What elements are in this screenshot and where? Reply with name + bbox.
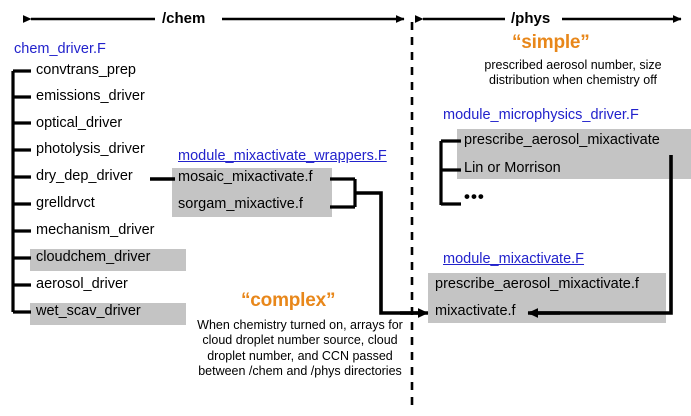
chem-child-optical-driver: optical_driver: [36, 115, 123, 131]
chem-child-mechanism-driver: mechanism_driver: [36, 222, 155, 238]
chem-child-photolysis-driver: photolysis_driver: [36, 141, 145, 157]
module-chem-driver-label: chem_driver.F: [14, 41, 106, 57]
chem-child-grelldrvct: grelldrvct: [36, 195, 95, 211]
simple-keyword-label: “simple”: [512, 32, 590, 53]
chem-child-cloudchem-driver: cloudchem_driver: [36, 249, 151, 265]
shaded-block-mixactivate-wrappers: [172, 168, 332, 217]
complex-keyword-label: “complex”: [241, 290, 336, 311]
mixactivate-child-mixactivate-f: mixactivate.f: [435, 303, 516, 319]
simple-note-text: prescribed aerosol number, size distribu…: [484, 58, 662, 88]
microphysics-child-lin-or-morrison: Lin or Morrison: [464, 160, 561, 176]
chem-child-emissions-driver: emissions_driver: [36, 88, 145, 104]
microphysics-child-prescribe-aerosol-mixactivate: prescribe_aerosol_mixactivate: [464, 132, 660, 148]
phys-axis-label: /phys: [511, 10, 551, 27]
wrappers-child-sorgam-mixactive: sorgam_mixactive.f: [178, 196, 303, 212]
module-mixactivate-label: module_mixactivate.F: [443, 251, 585, 267]
chem-driver-tree-bracket: [11, 69, 31, 314]
chem-axis-label: /chem: [162, 10, 206, 27]
chem-child-aerosol-driver: aerosol_driver: [36, 276, 128, 292]
chem-child-dry-dep-driver: dry_dep_driver: [36, 168, 133, 184]
wrappers-merge-bracket: [330, 177, 357, 209]
microphysics-child-ellipsis: •••: [464, 187, 485, 206]
complex-note-text: When chemistry turned on, arrays for clo…: [197, 318, 403, 378]
module-mixactivate-wrappers-label: module_mixactivate_wrappers.F: [178, 148, 387, 164]
chem-child-wet-scav-driver: wet_scav_driver: [36, 303, 141, 319]
chem-child-convtrans-prep: convtrans_prep: [36, 62, 136, 78]
shaded-block-cloudchem-driver: [30, 249, 186, 271]
mixactivate-child-prescribe-aerosol-mixactivate-f: prescribe_aerosol_mixactivate.f: [435, 276, 639, 292]
shaded-block-wet-scav-driver: [30, 303, 186, 325]
complex-flow-arrow: [355, 191, 424, 315]
module-microphysics-driver-label: module_microphysics_driver.F: [443, 107, 639, 123]
wrappers-child-mosaic-mixactivate: mosaic_mixactivate.f: [178, 169, 313, 185]
